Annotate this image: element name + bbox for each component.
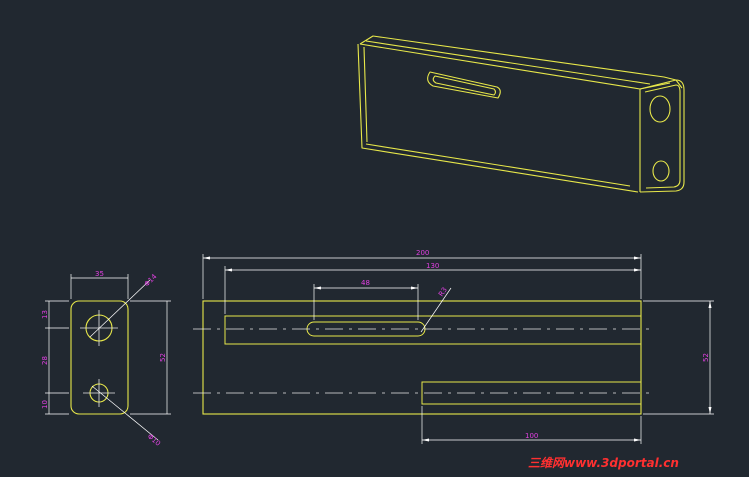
watermark-text: 三维网www.3dportal.cn	[528, 456, 679, 470]
iso-front-face-bottom	[357, 43, 639, 193]
front-dimension-texts: 200 130 48 R3 100 52	[361, 249, 710, 440]
iso-front-face-bottom-chamfer	[365, 143, 631, 187]
dim-vertical-13: 13	[41, 310, 49, 319]
dim-height: 52	[702, 353, 710, 362]
iso-end-face-inner	[644, 84, 681, 189]
iso-top-back-edge	[359, 35, 683, 89]
dim-vertical-10: 10	[41, 400, 49, 409]
side-view-outline	[70, 300, 129, 415]
iso-slot-inner	[432, 75, 497, 96]
front-lower-bore	[421, 381, 642, 405]
front-dimension-lines	[202, 254, 714, 444]
iso-upper-hole	[649, 95, 671, 123]
front-view: 200 130 48 R3 100 52	[193, 249, 714, 444]
iso-lower-hole	[652, 160, 670, 182]
dim-slot-length: 48	[361, 279, 370, 287]
dim-overall-length: 200	[416, 249, 429, 257]
iso-slot-outer	[427, 71, 501, 99]
dim-lower-slot-length: 100	[525, 432, 538, 440]
front-arrowheads	[203, 256, 712, 442]
dim-slot-extent: 130	[426, 262, 439, 270]
dim-slot-radius: R3	[437, 286, 449, 298]
dim-side-height: 52	[159, 353, 167, 362]
front-centerlines	[193, 328, 655, 394]
dim-vertical-28: 28	[41, 356, 49, 365]
front-upper-bore	[224, 315, 642, 345]
dim-width: 35	[95, 270, 104, 278]
iso-top-chamfer-line	[365, 40, 651, 85]
isometric-view	[357, 35, 685, 193]
side-dimension-lines	[45, 274, 171, 441]
iso-front-face-left-inner	[363, 46, 368, 143]
iso-end-face	[639, 79, 685, 193]
